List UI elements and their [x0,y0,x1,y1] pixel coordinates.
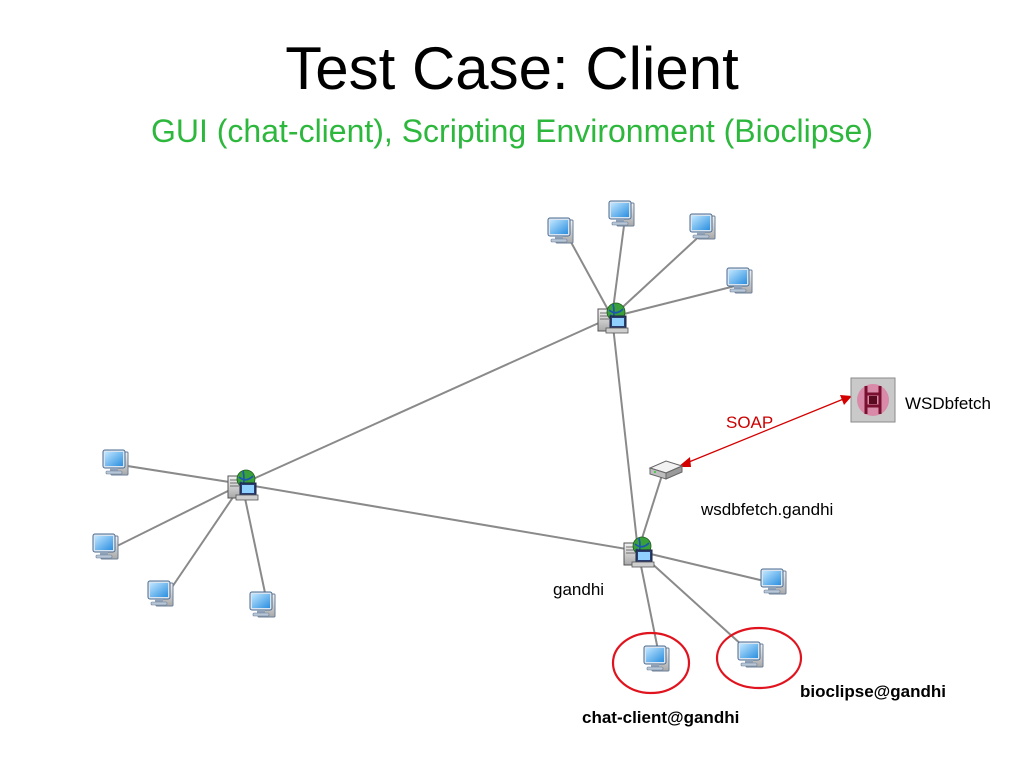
workstation-node [608,200,635,227]
soap-label: SOAP [726,413,773,432]
workstation-node [689,213,716,240]
server-box-icon [648,460,684,480]
slide-subtitle: GUI (chat-client), Scripting Environment… [150,113,873,149]
hub-top-node [597,302,629,334]
workstation-node [92,533,119,560]
workstation-node [102,449,129,476]
bioclipse-highlight-circle [715,626,803,690]
chat-client-workstation-node [643,645,670,672]
wsdbfetch-label: WSDbfetch [905,394,991,413]
bioclipse-gandhi-label: bioclipse@gandhi [800,682,946,701]
network-links [110,217,778,661]
workstation-node [147,580,174,607]
workstation-node [547,217,574,244]
hub-left-node [227,469,259,501]
bioclipse-workstation-node [737,641,764,668]
chat-client-gandhi-label: chat-client@gandhi [582,708,739,727]
workstation-node [726,267,753,294]
hub-gandhi-node [623,536,655,568]
workstation-node [760,568,787,595]
wsdbfetch-icon [850,377,896,423]
gandhi-label: gandhi [553,580,604,599]
wsdbfetch-gandhi-label: wsdbfetch.gandhi [700,500,833,519]
chat-client-highlight-circle [611,631,691,695]
workstation-node [249,591,276,618]
slide-title: Test Case: Client [285,35,739,102]
soap-arrow [678,395,852,467]
